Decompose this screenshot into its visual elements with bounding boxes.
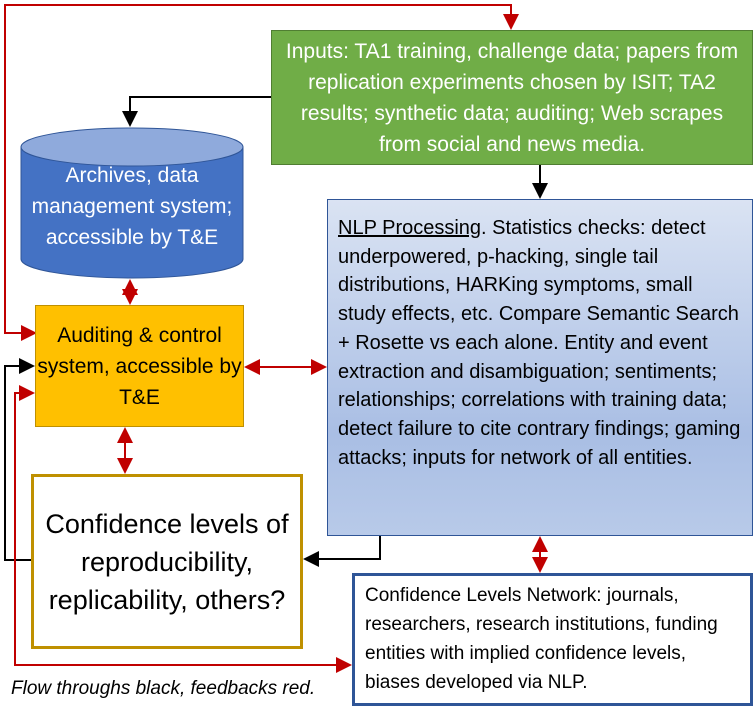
archives-text: Archives, data management system; access… [31, 164, 233, 249]
nlp-processing-box: NLP Processing. Statistics checks: detec… [327, 199, 753, 536]
flow-nlp-to-confidence [303, 536, 381, 567]
database-cylinder-icon [20, 127, 244, 279]
auditing-box: Auditing & control system, accessible by… [35, 305, 244, 427]
confidence-box: Confidence levels of reproducibility, re… [31, 474, 303, 649]
flow-inputs-to-archives [122, 96, 271, 127]
flow-confidence-to-auditing [4, 358, 35, 561]
feedback-outer-loop [4, 4, 519, 341]
inputs-box: Inputs: TA1 training, challenge data; pa… [271, 30, 753, 165]
confidence-network-box: Confidence Levels Network: journals, res… [352, 573, 753, 706]
nlp-text: . Statistics checks: detect underpowered… [338, 217, 741, 469]
inputs-text: Inputs: TA1 training, challenge data; pa… [285, 39, 739, 156]
nlp-title: NLP Processing [338, 217, 482, 239]
confidence-text: Confidence levels of reproducibility, re… [45, 508, 289, 615]
feedback-network-to-auditing [14, 385, 352, 673]
network-text: Confidence Levels Network: journals, res… [365, 585, 718, 693]
legend-caption: Flow throughs black, feedbacks red. [11, 678, 316, 699]
auditing-text: Auditing & control system, accessible by… [37, 323, 242, 409]
